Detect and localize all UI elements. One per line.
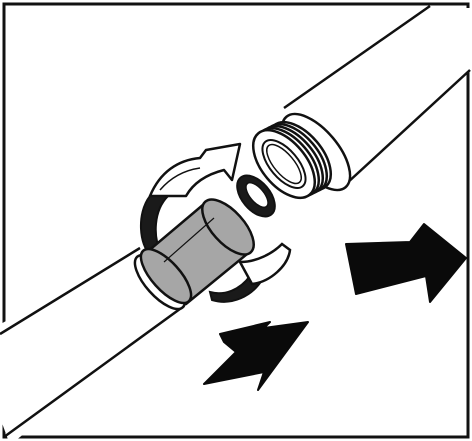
rotation-arrow xyxy=(139,142,292,303)
threaded-male-end xyxy=(252,121,332,199)
coupling-sleeve xyxy=(133,198,255,311)
o-ring-seal xyxy=(236,174,276,218)
push-arrow-from-upper-right xyxy=(345,223,467,303)
push-arrow-from-lower-left xyxy=(203,321,309,391)
lower-pipe-section xyxy=(0,246,186,441)
